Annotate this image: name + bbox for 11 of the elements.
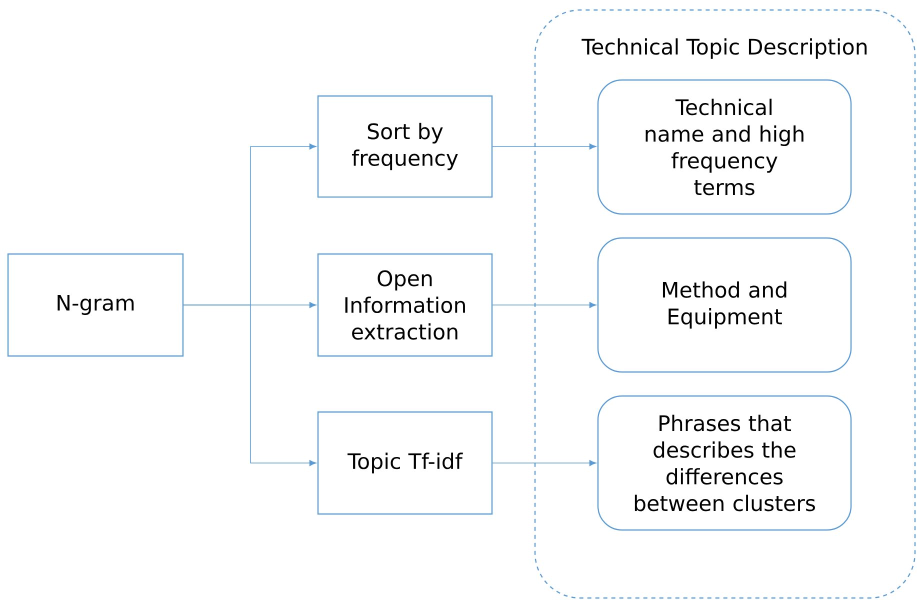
result-box: Phrases that describes the differences between clusters: [597, 395, 852, 531]
process-box: N-gram: [7, 253, 184, 357]
process-box: Open Information extraction: [317, 253, 493, 357]
arrow: [492, 460, 596, 466]
result-box: Method and Equipment: [597, 237, 852, 373]
arrow: [492, 302, 596, 308]
process-box: Sort by frequency: [317, 95, 493, 198]
result-box: Technical name and high frequency terms: [597, 79, 852, 215]
arrow: [492, 144, 596, 150]
process-box: Topic Tf-idf: [317, 411, 493, 515]
arrow: [183, 304, 316, 466]
